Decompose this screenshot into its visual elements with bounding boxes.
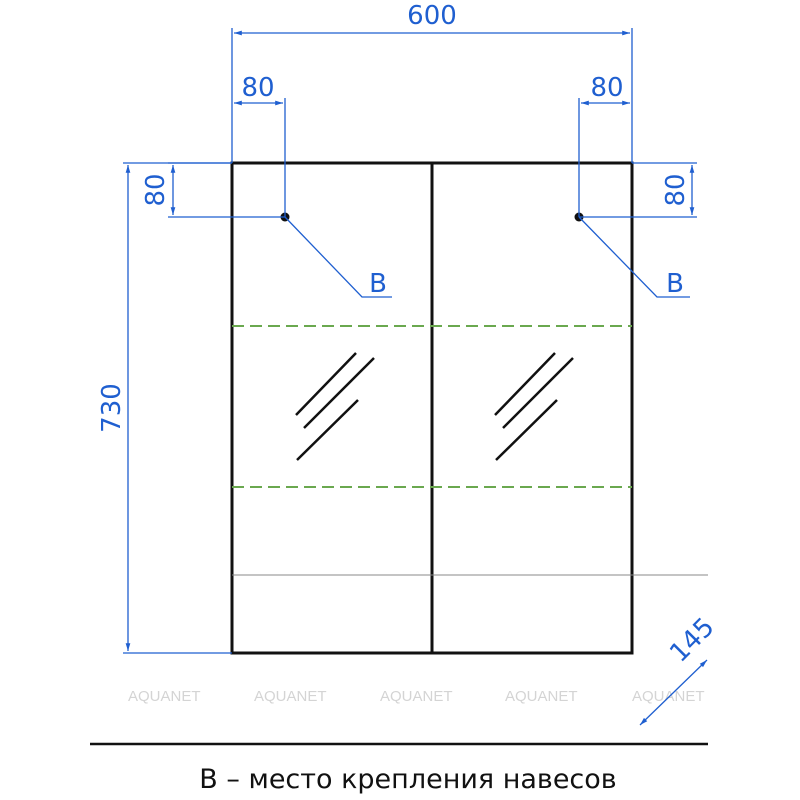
watermark: AQUANET [128, 688, 201, 705]
left-offset-x-dimension: 80 [241, 73, 274, 103]
mount-label-left: B [369, 269, 387, 299]
watermarks: AQUANET AQUANET AQUANET AQUANET AQUANET [128, 688, 705, 705]
right-offset-x-dimension: 80 [590, 73, 623, 103]
watermark: AQUANET [505, 688, 578, 705]
watermark: AQUANET [380, 688, 453, 705]
mount-label-right: B [666, 269, 684, 299]
width-dimension: 600 [407, 1, 457, 31]
dimension-lines [123, 28, 708, 726]
watermark: AQUANET [632, 688, 705, 705]
mirror-glare-icon [295, 352, 574, 461]
right-offset-y-dimension: 80 [661, 173, 691, 206]
height-dimension: 730 [97, 383, 127, 433]
depth-dimension: 145 [664, 612, 720, 668]
caption: B – место крепления навесов [199, 764, 616, 795]
left-offset-y-dimension: 80 [141, 173, 171, 206]
watermark: AQUANET [254, 688, 327, 705]
